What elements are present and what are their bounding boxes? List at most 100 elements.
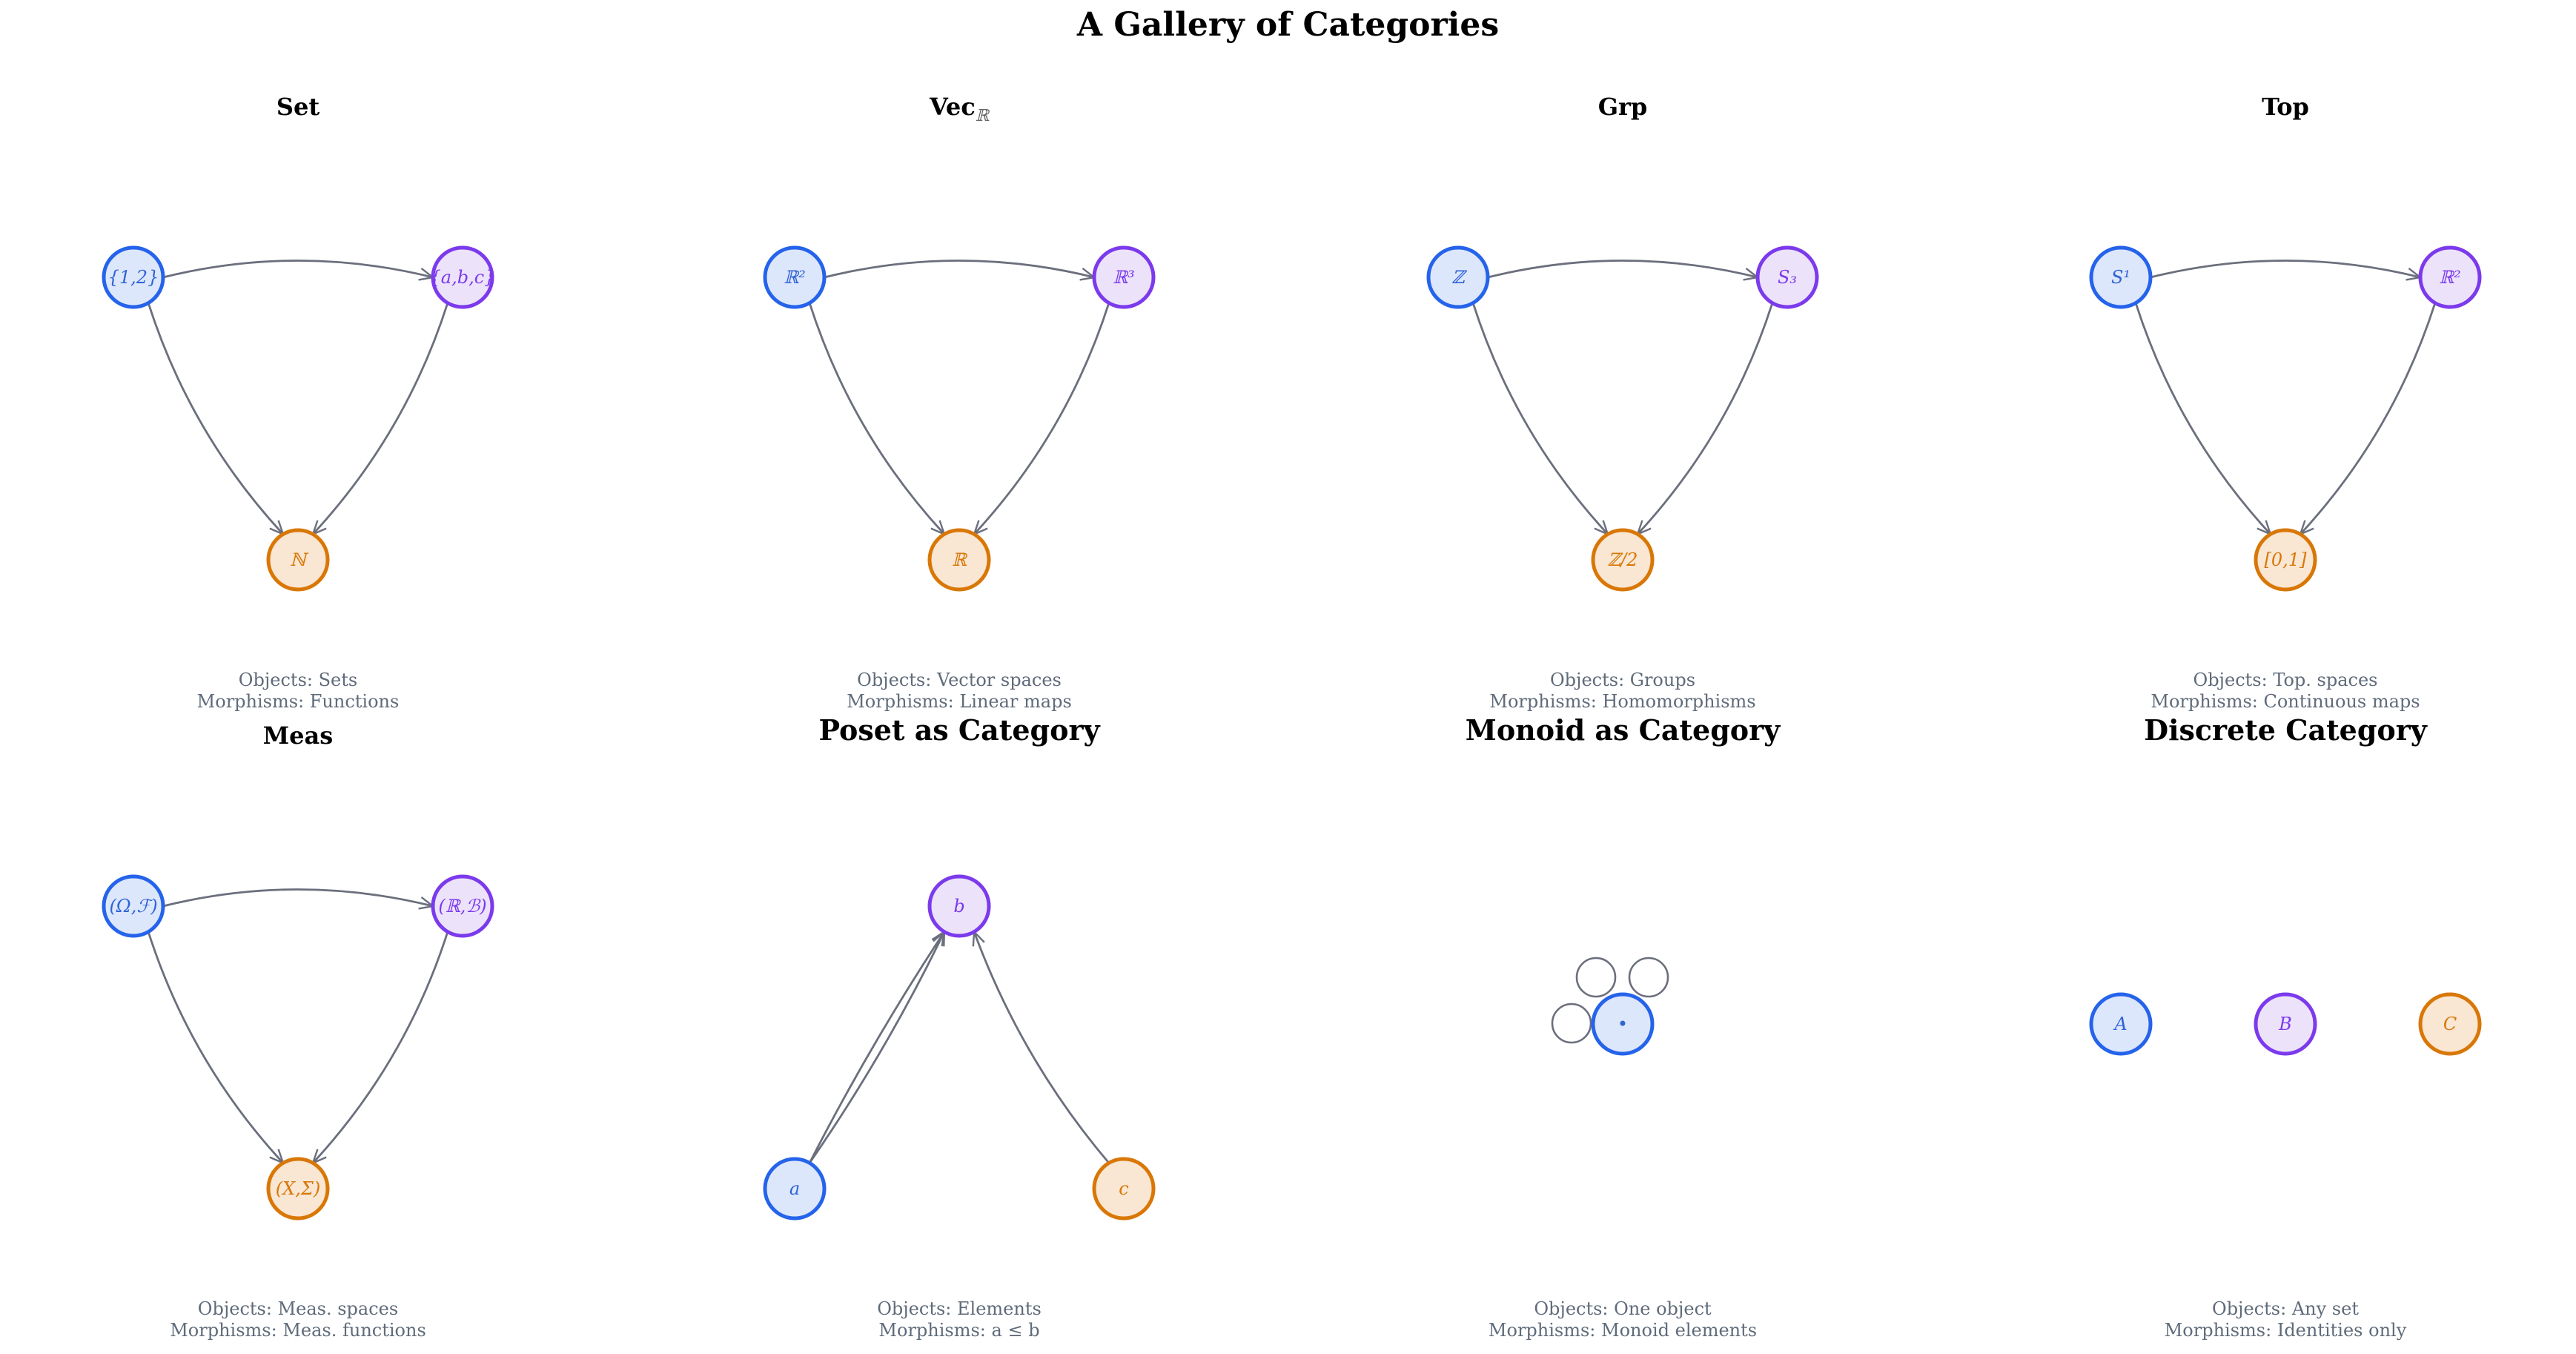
panel-vec: Vecℝ ℝ² ℝ³ ℝ Objects: Vector spacesMorphisms… xyxy=(763,93,1156,712)
morphism-arrow xyxy=(808,932,944,1164)
object-label: (ℝ,ℬ) xyxy=(438,896,486,917)
object-label: ℤ xyxy=(1451,267,1467,288)
object-circle xyxy=(2418,992,2482,1056)
caption-objects: Objects: Meas. spaces xyxy=(198,1298,398,1319)
panel-title: Meas xyxy=(263,721,334,750)
object-circle xyxy=(2089,992,2153,1056)
caption-objects: Objects: Top. spaces xyxy=(2193,670,2378,690)
object-circle xyxy=(266,528,330,592)
object-node: a xyxy=(763,1157,827,1221)
caption-objects: Objects: Vector spaces xyxy=(857,670,1062,690)
object-node: ℝ² xyxy=(2418,245,2482,309)
object-node: ℕ xyxy=(266,528,330,592)
caption-morphisms: Morphisms: Continuous maps xyxy=(2150,691,2420,712)
morphism-arrow xyxy=(147,931,283,1163)
object-label: ℝ xyxy=(952,549,968,570)
object-circle xyxy=(2089,245,2153,309)
caption-objects: Objects: One object xyxy=(1534,1298,1712,1319)
object-label: ℝ² xyxy=(2439,267,2461,288)
morphism-arrow xyxy=(974,932,1110,1164)
object-node: ℤ xyxy=(1426,245,1490,309)
object-label: {1,2} xyxy=(108,267,159,288)
object-label: ℕ xyxy=(290,549,309,570)
object-node: c xyxy=(1092,1157,1156,1221)
object-circle xyxy=(2254,992,2317,1056)
object-label: S₃ xyxy=(1778,267,1797,288)
object-circle xyxy=(1591,528,1655,592)
object-node: S₃ xyxy=(1755,245,1819,309)
morphism-arrow xyxy=(1471,303,1608,535)
object-circle xyxy=(2418,245,2482,309)
object-label: ℝ² xyxy=(784,267,806,288)
panel-title: Monoid as Category xyxy=(1466,713,1781,747)
object-label: {a,b,c} xyxy=(430,267,496,288)
object-circle xyxy=(102,245,165,309)
caption-morphisms: Morphisms: a ≤ b xyxy=(878,1320,1039,1341)
object-node: ℝ² xyxy=(763,245,827,309)
object-label: ℝ³ xyxy=(1113,267,1135,288)
morphism-arrow xyxy=(808,932,944,1164)
object-node: (X,Σ) xyxy=(266,1157,330,1221)
caption-morphisms: Morphisms: Homomorphisms xyxy=(1489,691,1755,712)
page-title: A Gallery of Categories xyxy=(1076,6,1500,44)
morphism-arrow xyxy=(162,260,433,278)
endomorphism-loop xyxy=(1628,957,1669,998)
morphism-arrow xyxy=(2300,303,2437,535)
object-node: • xyxy=(1591,992,1655,1056)
object-label: c xyxy=(1119,1178,1128,1199)
panel-monoid: Monoid as Category • Objects: One objectMo… xyxy=(1466,713,1781,1341)
object-circle xyxy=(1092,1157,1156,1221)
caption-objects: Objects: Any set xyxy=(2212,1298,2359,1319)
morphism-arrow xyxy=(1638,303,1774,535)
object-circle xyxy=(2254,528,2317,592)
morphism-arrow xyxy=(824,260,1094,278)
object-circle xyxy=(266,1157,330,1221)
object-node: C xyxy=(2418,992,2482,1056)
panel-meas: Meas (Ω,ℱ) (ℝ,ℬ) (X,Σ) Objects: Meas. spaces… xyxy=(102,721,494,1341)
caption-morphisms: Morphisms: Functions xyxy=(197,691,400,712)
object-node: {a,b,c} xyxy=(430,245,496,309)
panel-title: Set xyxy=(277,93,319,121)
object-circle xyxy=(431,245,494,309)
object-circle xyxy=(927,528,991,592)
object-circle xyxy=(1092,245,1156,309)
morphism-arrow xyxy=(2134,303,2271,535)
morphism-arrow xyxy=(162,888,433,907)
object-circle xyxy=(102,874,165,938)
morphism-arrow xyxy=(974,303,1110,535)
object-label: B xyxy=(2278,1014,2292,1034)
caption-objects: Objects: Groups xyxy=(1550,670,1695,690)
caption-morphisms: Morphisms: Monoid elements xyxy=(1489,1320,1757,1341)
caption-objects: Objects: Sets xyxy=(239,670,357,690)
object-node: b xyxy=(927,874,991,938)
object-node: S¹ xyxy=(2089,245,2153,309)
panel-title: Vecℝ xyxy=(929,93,990,125)
object-label: • xyxy=(1618,1014,1628,1034)
panel-title-subscript: ℝ xyxy=(976,107,990,125)
panel-title: Grp xyxy=(1598,93,1648,121)
object-label: C xyxy=(2443,1014,2457,1034)
object-node: [0,1] xyxy=(2254,528,2317,592)
morphism-arrow xyxy=(1487,260,1758,278)
caption-morphisms: Morphisms: Linear maps xyxy=(847,691,1072,712)
object-circle xyxy=(763,245,827,309)
morphism-arrow xyxy=(313,303,449,535)
object-node: (Ω,ℱ) xyxy=(102,874,165,938)
endomorphism-loop xyxy=(1551,1003,1592,1044)
panel-title: Discrete Category xyxy=(2144,713,2428,747)
caption-morphisms: Morphisms: Meas. functions xyxy=(170,1320,426,1341)
morphism-arrow xyxy=(313,931,449,1163)
object-circle xyxy=(1426,245,1490,309)
object-circle xyxy=(1755,245,1819,309)
caption-morphisms: Morphisms: Identities only xyxy=(2165,1320,2407,1341)
object-label: A xyxy=(2113,1014,2127,1034)
morphism-arrow xyxy=(808,303,944,535)
morphism-arrow xyxy=(147,303,283,535)
object-circle xyxy=(431,874,494,938)
object-label: (Ω,ℱ) xyxy=(109,896,157,917)
object-node: ℝ xyxy=(927,528,991,592)
panel-set: Set {1,2} {a,b,c} ℕ Objects: SetsMorphisms: … xyxy=(102,93,496,712)
